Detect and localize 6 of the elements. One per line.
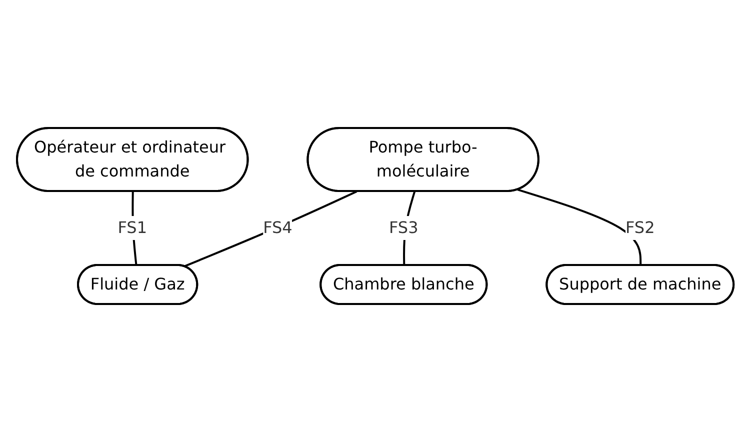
connector — [517, 188, 642, 266]
connector — [183, 190, 357, 268]
edge-label: FS4 — [262, 218, 292, 237]
edge-label: FS3 — [388, 218, 418, 237]
edge-label: FS1 — [117, 218, 147, 237]
edge-label: FS2 — [625, 218, 654, 237]
